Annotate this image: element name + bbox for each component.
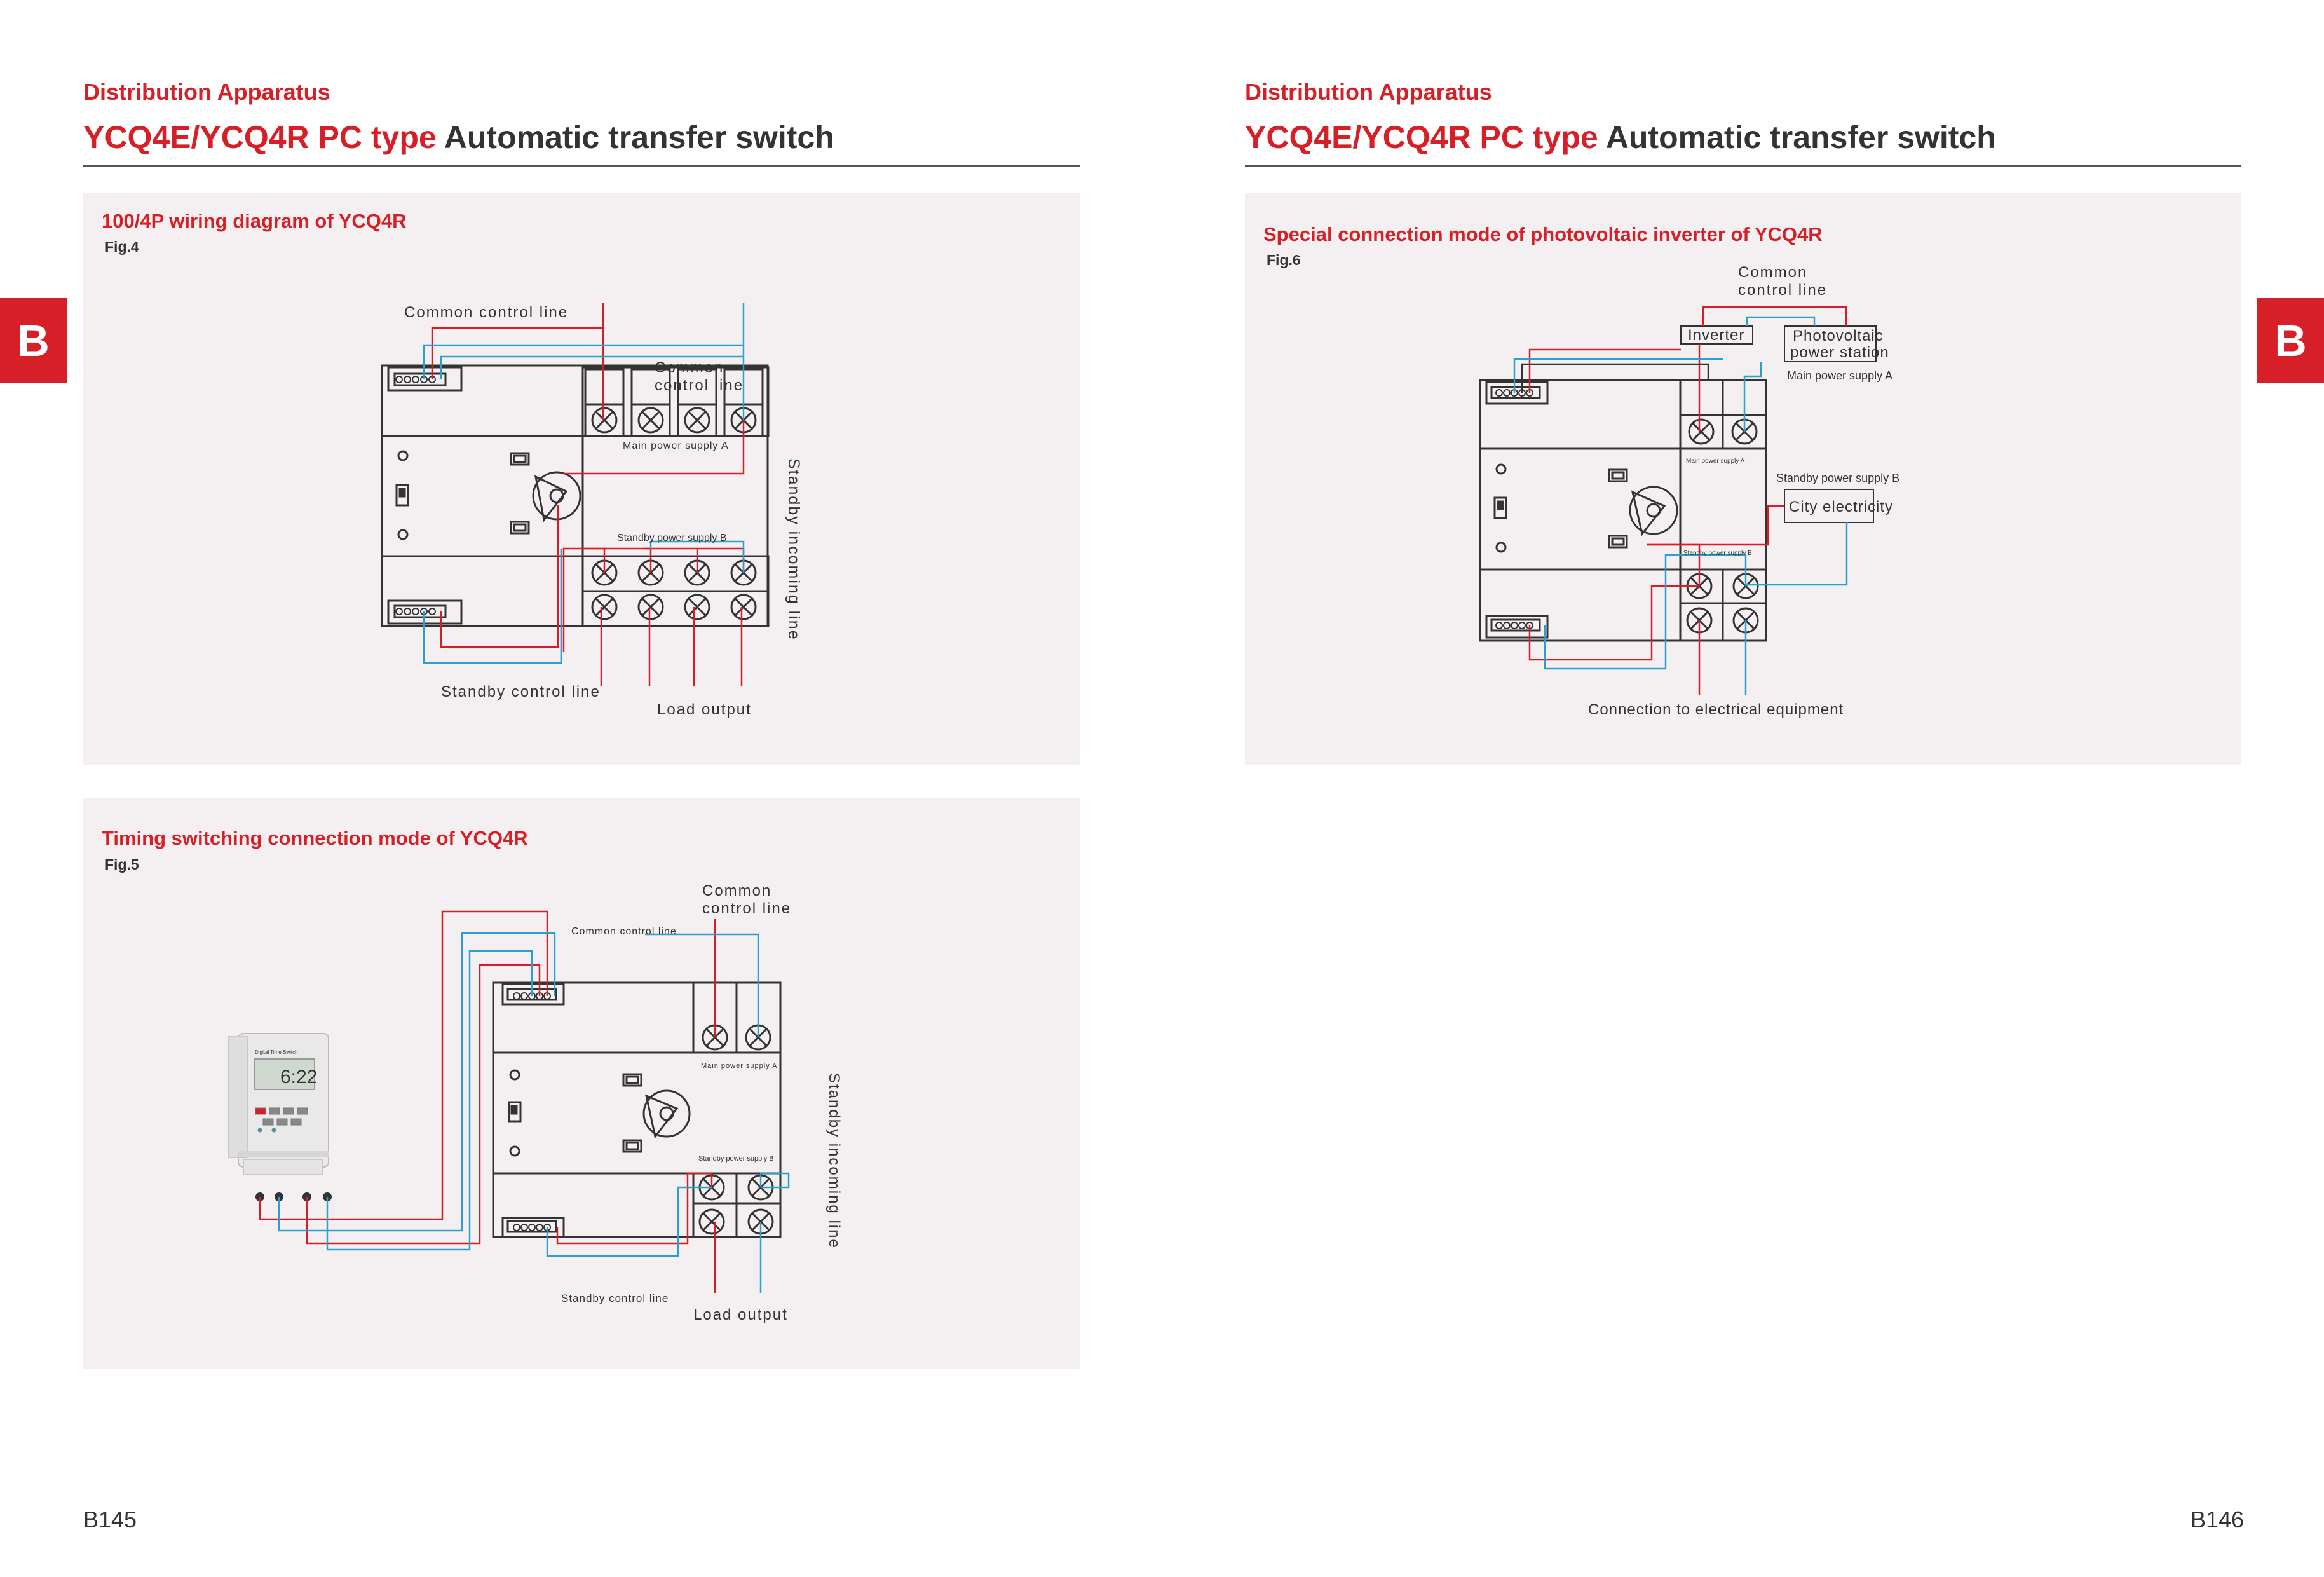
page-title: YCQ4E/YCQ4R PC type Automatic transfer s… — [1245, 119, 1996, 156]
pv-station-label: Photovoltaic — [1793, 327, 1884, 345]
page-number: B145 — [83, 1506, 137, 1533]
standby-incoming-label: Standby incoming line — [826, 1073, 843, 1249]
fig6-panel: Special connection mode of photovoltaic … — [1245, 193, 2241, 765]
main-supply-small-label: Main power supply A — [1686, 458, 1745, 465]
switch-body — [381, 364, 769, 627]
common-control-label-left: Common control line — [404, 304, 568, 321]
category-label: Distribution Apparatus — [83, 79, 330, 105]
fig6-title: Special connection mode of photovoltaic … — [1263, 223, 1823, 245]
switch-body — [492, 981, 782, 1238]
title-model: YCQ4E/YCQ4R PC type — [83, 119, 437, 155]
common-control-label: Common — [655, 359, 724, 376]
standby-control-label: Standby control line — [441, 683, 601, 700]
title-divider — [83, 165, 1080, 167]
category-label: Distribution Apparatus — [1245, 79, 1492, 105]
main-supply-label: Main power supply A — [623, 440, 729, 451]
common-control-small-label: Common control line — [571, 926, 677, 937]
title-rest: Automatic transfer switch — [1605, 119, 1996, 155]
fig4-wiring-diagram: Common control line Common control line … — [381, 303, 803, 718]
standby-supply-small-label: Standby power supply B — [1683, 550, 1752, 557]
title-rest: Automatic transfer switch — [444, 119, 834, 155]
main-supply-a-label: Main power supply A — [1787, 369, 1892, 382]
city-electricity-label: City electricity — [1789, 498, 1893, 515]
load-output-label: Load output — [657, 701, 752, 718]
pv-station-box — [1784, 325, 1877, 362]
load-output-label: Load output — [693, 1306, 788, 1323]
inverter-box — [1680, 325, 1753, 345]
fig5-wiring-diagram: Digital Time Switch 6:22 — [228, 882, 843, 1323]
control-panel — [395, 450, 581, 540]
main-supply-label: Main power supply A — [701, 1062, 778, 1070]
fig5-title: Timing switching connection mode of YCQ4… — [102, 827, 528, 849]
title-divider — [1245, 165, 2241, 167]
fig6-number: Fig.6 — [1267, 252, 1301, 268]
common-control-label: control line — [655, 377, 744, 394]
standby-supply-label: Standby power supply B — [1776, 472, 1899, 484]
common-control-label: control line — [702, 900, 791, 917]
timer-buttons — [255, 1107, 308, 1133]
page-number: B146 — [2191, 1506, 2245, 1533]
standby-control-label: Standby control line — [561, 1292, 669, 1304]
fig6-wiring-diagram: Common control line Inverter Photovoltai… — [1479, 264, 1899, 718]
timer-brand: Digital Time Switch — [255, 1049, 298, 1055]
standby-incoming-label: Standby incoming line — [785, 458, 803, 641]
page-title: YCQ4E/YCQ4R PC type Automatic transfer s… — [83, 119, 834, 156]
blue-wires — [278, 932, 790, 1293]
fig4-number: Fig.4 — [105, 238, 139, 255]
digital-time-switch: Digital Time Switch 6:22 — [228, 1033, 332, 1201]
common-control-label: Common — [702, 882, 771, 899]
common-control-label: control line — [1738, 282, 1827, 299]
pv-station-label: power station — [1790, 344, 1889, 361]
fig4-title: 100/4P wiring diagram of YCQ4R — [102, 210, 407, 232]
blue-wires — [423, 303, 745, 664]
fig5-number: Fig.5 — [105, 856, 139, 873]
fig4-panel: 100/4P wiring diagram of YCQ4R Fig.4 — [83, 193, 1080, 765]
section-tab-left: B — [0, 298, 67, 383]
title-model: YCQ4E/YCQ4R PC type — [1245, 119, 1598, 155]
switch-body — [1479, 379, 1767, 642]
red-wires — [259, 910, 716, 1293]
section-tab-right: B — [2257, 298, 2324, 383]
red-wires — [1528, 306, 1847, 695]
terminal-screws — [1495, 389, 1533, 629]
timer-terminals — [255, 1192, 332, 1201]
connection-equipment-label: Connection to electrical equipment — [1588, 701, 1844, 718]
terminal-screws — [513, 992, 551, 1231]
standby-supply-label: Standby power supply B — [698, 1155, 774, 1163]
fig5-panel: Timing switching connection mode of YCQ4… — [83, 798, 1080, 1369]
standby-terminal-block — [581, 555, 770, 627]
grey-wires — [1521, 363, 1709, 393]
blue-wires — [1513, 316, 1848, 695]
common-control-label: Common — [1738, 264, 1807, 281]
inverter-label: Inverter — [1688, 327, 1744, 344]
timer-display: 6:22 — [280, 1067, 317, 1088]
standby-supply-label: Standby power supply B — [617, 533, 727, 543]
